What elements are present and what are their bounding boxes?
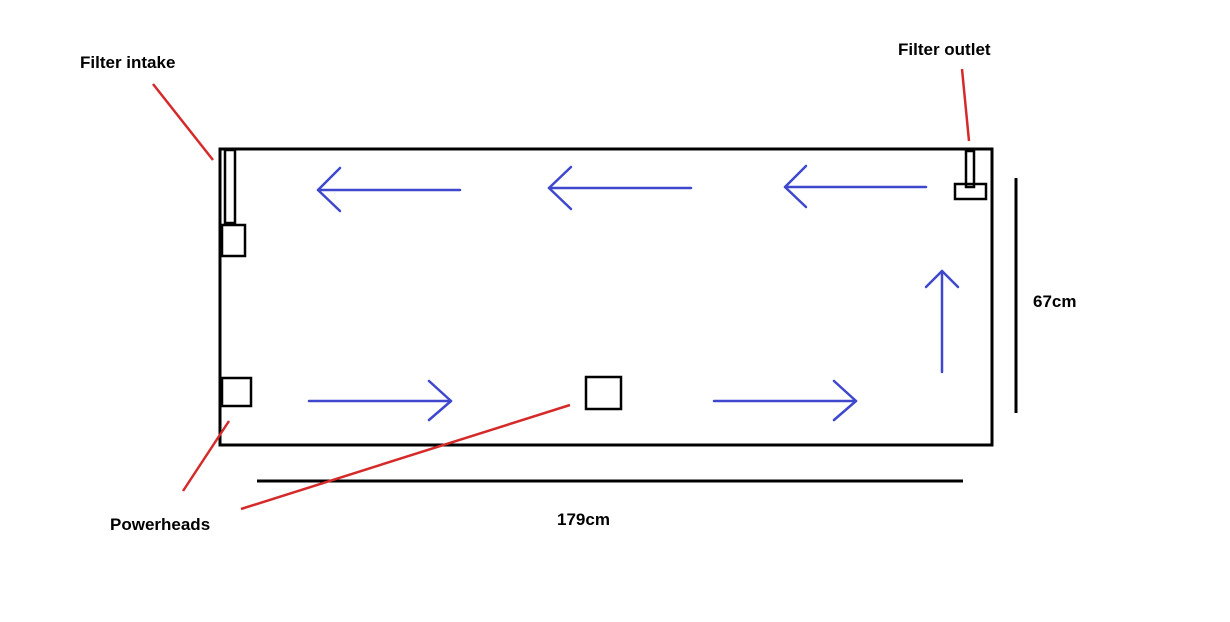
- powerhead-left-leader: [181, 420, 231, 492]
- filter-intake-pipe: [223, 148, 237, 225]
- filter-outlet-pipe: [964, 149, 976, 189]
- flow-arrow-top-right: [783, 164, 928, 209]
- filter-outlet-nozzle: [953, 182, 988, 201]
- filter-intake-box: [220, 223, 247, 258]
- flow-arrow-bottom-left: [307, 379, 453, 422]
- filter-intake-leader: [152, 83, 214, 161]
- width-dimension-label: 179cm: [557, 510, 610, 529]
- filter-outlet-leader: [960, 68, 971, 142]
- filter-intake-label: Filter intake: [80, 53, 175, 72]
- flow-arrow-bottom-right: [712, 379, 858, 422]
- flow-arrow-top-left: [316, 166, 462, 213]
- powerhead-left: [220, 376, 253, 408]
- tank-outline: [218, 147, 994, 447]
- powerhead-center-leader: [240, 403, 571, 511]
- height-dimension-label: 67cm: [1033, 292, 1076, 311]
- flow-arrow-up: [924, 269, 960, 374]
- filter-outlet-label: Filter outlet: [898, 40, 991, 59]
- powerheads-label: Powerheads: [110, 515, 210, 534]
- flow-arrow-top-middle: [547, 165, 693, 211]
- powerhead-center: [584, 375, 623, 411]
